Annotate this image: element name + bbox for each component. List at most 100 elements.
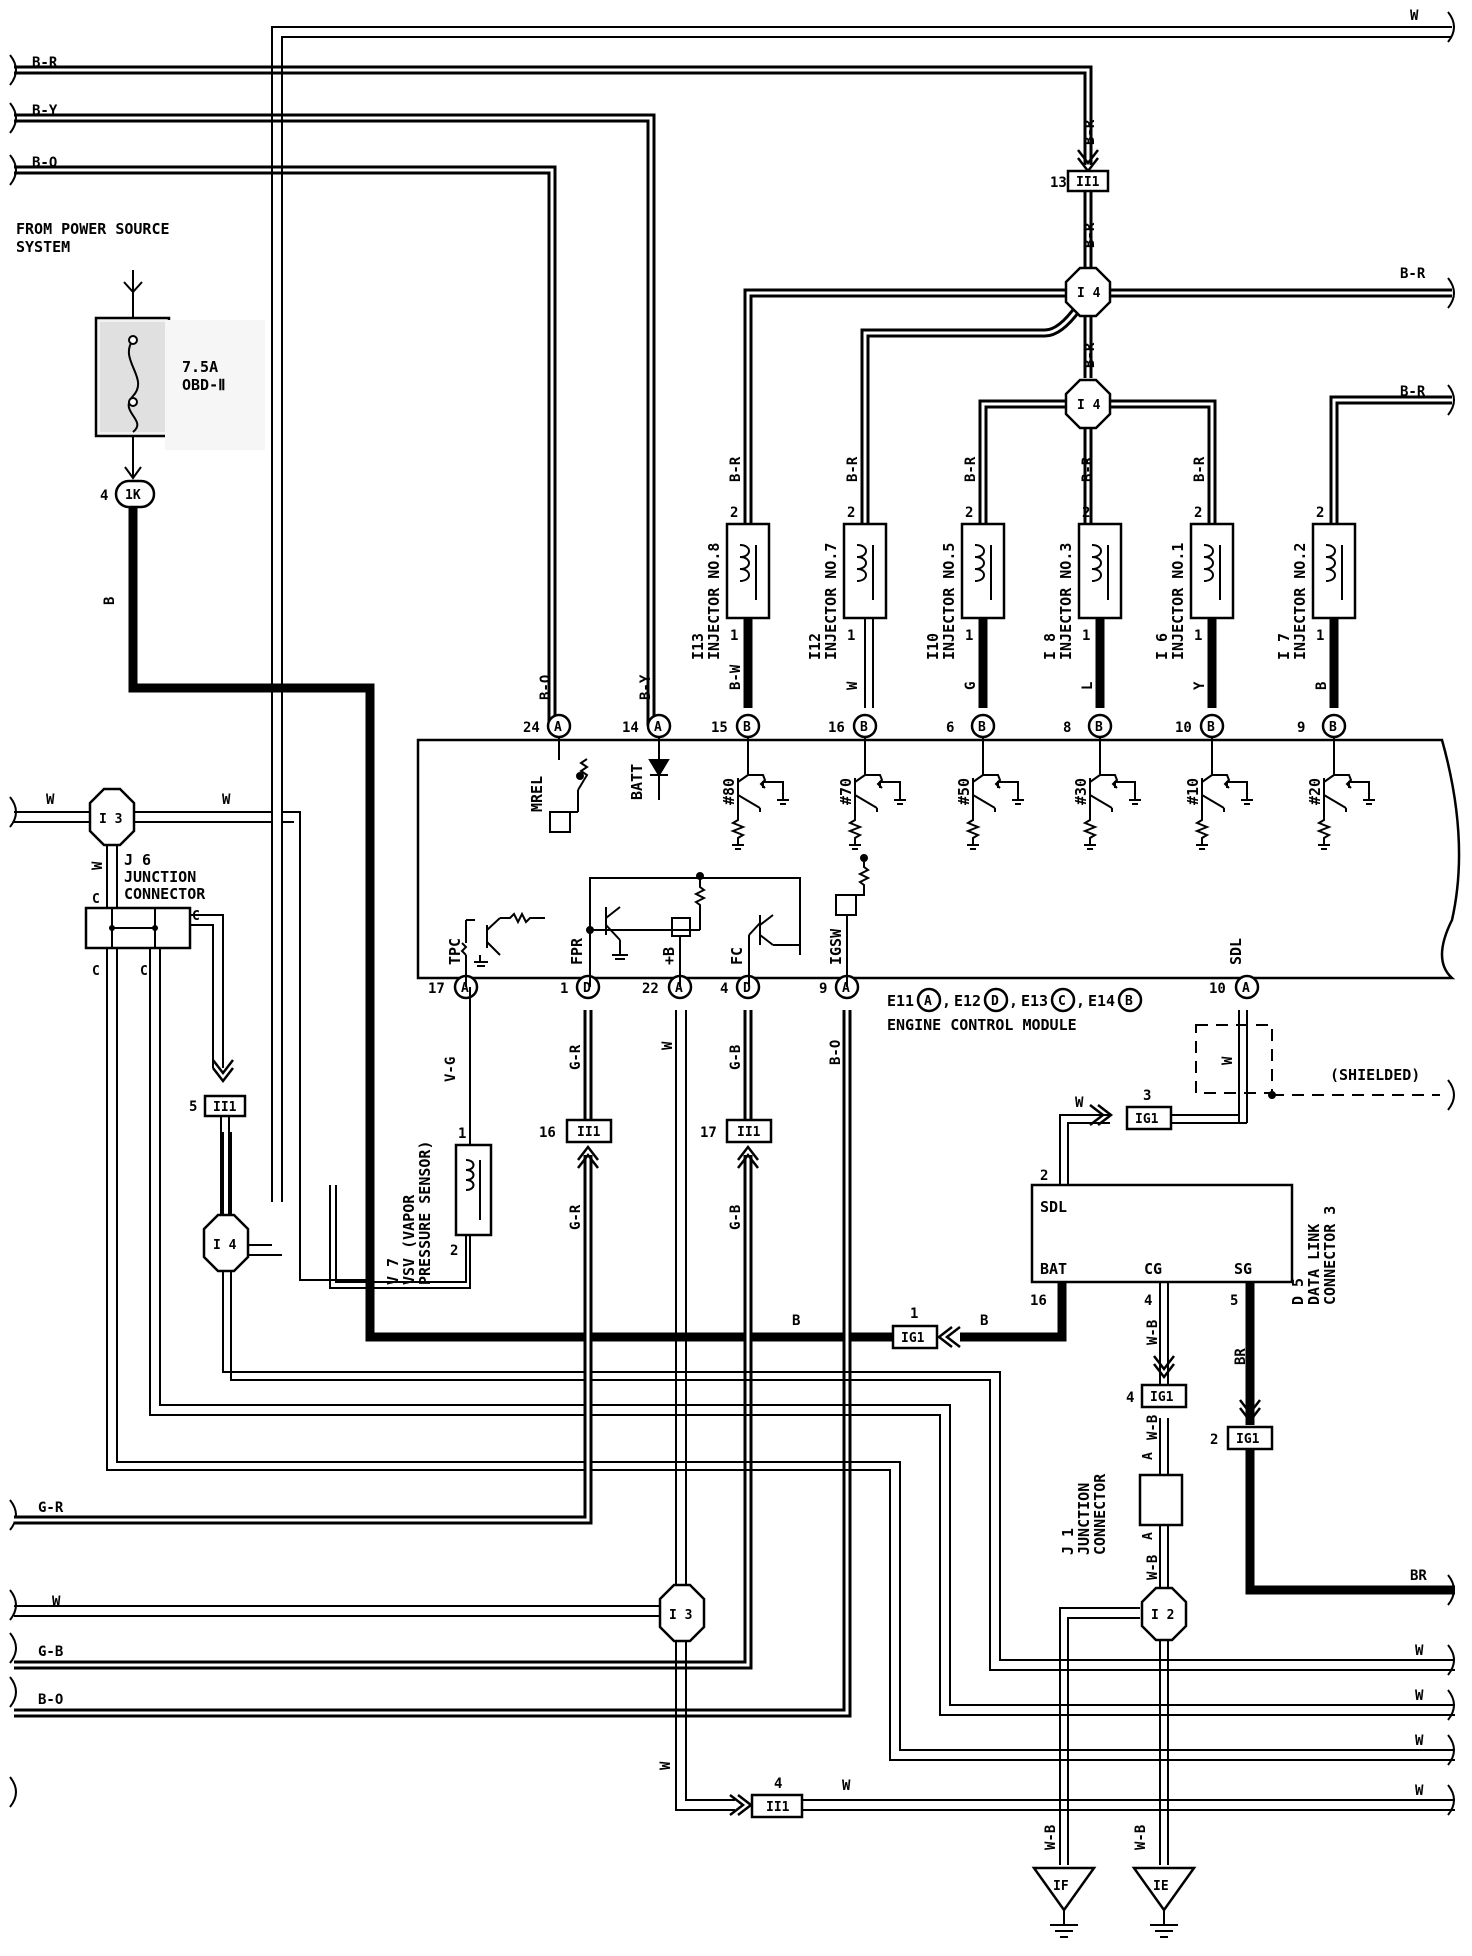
junction-i4-left-label: I 4 xyxy=(213,1238,237,1253)
dlc-sg: SG xyxy=(1234,1260,1252,1278)
vsv-name-2: PRESSURE SENSOR) xyxy=(416,1141,434,1286)
injector-pin-num: 6 xyxy=(946,720,954,736)
label-br-v3: B-R xyxy=(1082,342,1098,368)
injector-conn: B xyxy=(1095,720,1103,735)
ig1-bat-pin: 1 xyxy=(910,1306,918,1322)
label-right-w-2: W xyxy=(1415,1688,1424,1704)
ecm-bottom-pin-num: 1 xyxy=(560,981,568,997)
driver-signal: #70 xyxy=(837,778,855,805)
label-b-main: B xyxy=(792,1313,800,1329)
bottom-w-wires xyxy=(14,1605,1455,1811)
left-w-harness xyxy=(9,796,600,1471)
injector-conn: B xyxy=(978,720,986,735)
junction-i3-left xyxy=(88,787,136,847)
conn-1k-pin: 4 xyxy=(100,488,108,504)
label-right-br-2: B-R xyxy=(1400,384,1426,400)
dlc-wires xyxy=(960,1114,1455,1595)
injector-id: I12 xyxy=(806,633,824,660)
ecm-legend-conn: A xyxy=(924,994,932,1009)
j1-id: J 1 xyxy=(1059,1528,1077,1555)
label-right-w-1: W xyxy=(1415,1643,1424,1659)
driver-signal: #30 xyxy=(1072,778,1090,805)
ecm-bottom-pin-num: 22 xyxy=(642,981,659,997)
arrow-ii1-left xyxy=(212,1059,234,1084)
label-right-w-4: W xyxy=(1415,1783,1424,1799)
arrow-ii1-gr xyxy=(577,1144,599,1169)
label-gr-1: G-R xyxy=(568,1044,584,1070)
injector-conn: B xyxy=(1329,720,1337,735)
label-right-w-3: W xyxy=(1415,1733,1424,1749)
mrel-internal xyxy=(549,737,589,833)
label-left-br: B-R xyxy=(32,55,58,71)
ii1-bottom-pin: 4 xyxy=(774,1776,782,1792)
ecm-bottom-pin-conn: D xyxy=(743,981,751,996)
injector-conn: B xyxy=(860,720,868,735)
ii1-gb-pin: 17 xyxy=(700,1125,717,1141)
j6-pin-c1: C xyxy=(92,892,100,907)
injector-wire-bottom: W xyxy=(845,681,861,690)
ecm-sig-mrel: MREL xyxy=(528,776,546,812)
label-left-gb: G-B xyxy=(38,1644,63,1660)
junction-i4-mid-label: I 4 xyxy=(1077,398,1101,413)
driver-6 xyxy=(1316,737,1375,850)
j1-pin-a2: A xyxy=(1141,1532,1156,1540)
label-gb-2: G-B xyxy=(728,1205,744,1230)
ecm-bottom-pin-conn: A xyxy=(842,981,850,996)
ecm-pin-14-num: 14 xyxy=(622,720,639,736)
ground-ie-label: IE xyxy=(1153,1879,1169,1894)
injector-name: INJECTOR NO.2 xyxy=(1291,543,1309,660)
fuse-name: OBD-Ⅱ xyxy=(182,376,226,394)
label-left-bo: B-O xyxy=(32,155,57,171)
ecm-bottom-pin-signal: SDL xyxy=(1227,938,1245,965)
label-wb-j1a: W-B xyxy=(1145,1415,1161,1440)
ii1-left-connector xyxy=(203,1094,247,1118)
ecm-legend-sep: , xyxy=(1076,992,1085,1010)
wire-w-top xyxy=(271,11,1455,1202)
injector-wire-top: B-R xyxy=(963,456,979,482)
label-b-vertical: B xyxy=(102,597,118,605)
ig1-cg-connector xyxy=(1140,1383,1188,1409)
right-breaks-top xyxy=(1447,277,1455,416)
injector-pin-bottom: 1 xyxy=(1082,628,1090,644)
ecm-legend-name: E13 xyxy=(1021,992,1048,1010)
arrow-ig1-sdl xyxy=(1089,1104,1114,1126)
ecm-bottom-pin-signal: TPC xyxy=(446,938,464,965)
label-w-sdl: W xyxy=(1075,1095,1084,1111)
junction-i2-label: I 2 xyxy=(1151,1608,1174,1623)
injector-id: I10 xyxy=(924,633,942,660)
driver-signal: #10 xyxy=(1184,778,1202,805)
junction-i3-bottom-label: I 3 xyxy=(669,1608,692,1623)
ecm-bottom-pin-signal: FC xyxy=(728,947,746,965)
j1-name-2: CONNECTOR xyxy=(1091,1473,1109,1555)
arrow-ig1-cg xyxy=(1153,1355,1175,1380)
label-b-bat: B xyxy=(980,1313,988,1329)
ecm-pin-24-wire: B-O xyxy=(538,675,554,700)
injector-name: INJECTOR NO.8 xyxy=(705,543,723,660)
ii1-gr-connector xyxy=(565,1118,613,1144)
ground-if xyxy=(1031,1866,1097,1938)
injector-pin-bottom: 1 xyxy=(730,628,738,644)
j6-pin-c4: C xyxy=(140,964,148,979)
injector-id: I13 xyxy=(689,633,707,660)
driver-signal: #80 xyxy=(720,778,738,805)
injector-name: INJECTOR NO.1 xyxy=(1169,543,1187,660)
driver-2 xyxy=(847,737,906,850)
injector-name: INJECTOR NO.5 xyxy=(940,543,958,660)
ecm-bottom-pin-signal: IGSW xyxy=(827,928,845,965)
junction-i4-top-label: I 4 xyxy=(1077,286,1101,301)
label-br-out: BR xyxy=(1410,1568,1427,1584)
junction-i3-bottom xyxy=(658,1583,706,1643)
ecm-pin-14-wire: B-Y xyxy=(638,674,654,700)
fuse xyxy=(94,270,265,480)
injector-body xyxy=(1077,522,1123,620)
label-w-ii1-bottom: W xyxy=(842,1778,851,1794)
driver-signal: #50 xyxy=(955,778,973,805)
ecm-bottom-pin-num: 4 xyxy=(720,981,728,997)
